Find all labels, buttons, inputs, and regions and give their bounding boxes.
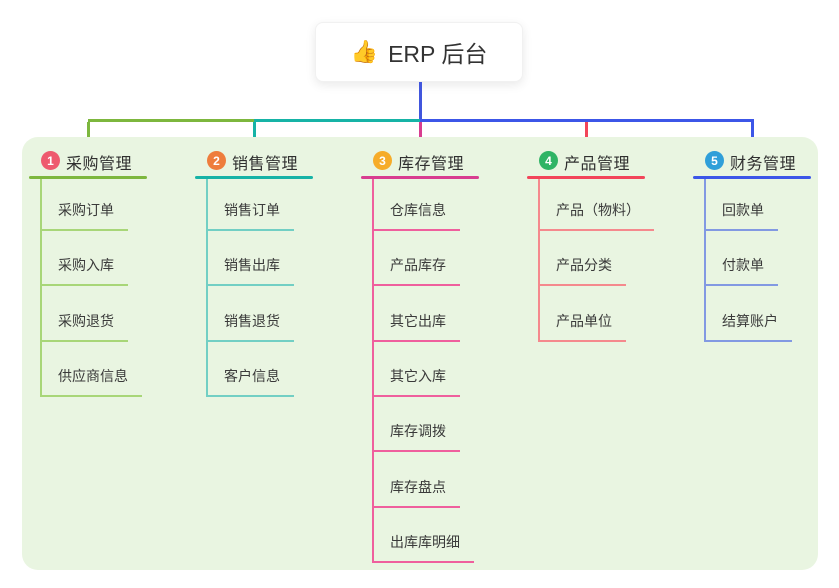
branch-header[interactable]: 2 销售管理 (195, 149, 313, 179)
branch-index-badge: 3 (373, 151, 392, 170)
branch-header[interactable]: 4 产品管理 (527, 149, 645, 179)
branch-index-badge: 2 (207, 151, 226, 170)
branches-panel: 1 采购管理 采购订单采购入库采购退货供应商信息 2 销售管理 销售订单销售出库… (22, 137, 818, 570)
branch-header[interactable]: 5 财务管理 (693, 149, 811, 179)
bus-segment (254, 119, 420, 122)
child-node[interactable]: 产品分类 (538, 254, 626, 287)
bus-segment (420, 119, 754, 122)
root-label: ERP 后台 (388, 41, 488, 67)
branch-tree-line (704, 179, 706, 342)
branch-column-4: 4 产品管理 产品（物料） 产品分类产品单位 (527, 137, 654, 570)
branch-index-badge: 5 (705, 151, 724, 170)
branch-column-2: 2 销售管理 销售订单销售出库销售退货客户信息 (195, 137, 313, 570)
branch-underline (693, 176, 811, 179)
child-node[interactable]: 产品单位 (538, 310, 626, 342)
branch-index-badge: 1 (41, 151, 60, 170)
branch-drop-line (252, 122, 256, 143)
child-node[interactable]: 出库库明细 (372, 531, 474, 563)
branch-column-1: 1 采购管理 采购订单采购入库采购退货供应商信息 (29, 137, 147, 570)
child-node[interactable]: 销售出库 (206, 254, 294, 287)
child-node[interactable]: 其它出库 (372, 310, 460, 342)
branch-tree-line (206, 179, 208, 397)
child-node[interactable]: 库存调拨 (372, 420, 460, 453)
branch-label: 产品管理 (564, 156, 631, 173)
branch-label: 销售管理 (232, 156, 299, 173)
branch-tree-line (40, 179, 42, 397)
branch-column-3: 3 库存管理 仓库信息产品库存其它出库其它入库库存调拨库存盘点出库库明细 (361, 137, 479, 570)
branch-drop-line (86, 122, 90, 143)
branch-index-badge: 4 (539, 151, 558, 170)
root-node[interactable]: 👍 ERP 后台 (315, 22, 523, 82)
child-node[interactable]: 结算账户 (704, 310, 792, 342)
branch-column-5: 5 财务管理 回款单付款单结算账户 (693, 137, 811, 570)
child-node[interactable]: 仓库信息 (372, 199, 460, 231)
branch-tree-line (372, 179, 374, 563)
branch-tree-line (538, 179, 540, 342)
child-node[interactable]: 销售退货 (206, 310, 294, 342)
child-node[interactable]: 客户信息 (206, 365, 294, 397)
thumbs-up-icon: 👍 (350, 39, 379, 64)
child-node[interactable]: 采购退货 (40, 310, 128, 342)
child-node[interactable]: 供应商信息 (40, 365, 142, 397)
branch-header[interactable]: 1 采购管理 (29, 149, 147, 179)
branch-label: 库存管理 (398, 156, 465, 173)
branch-label: 财务管理 (730, 156, 797, 173)
child-node[interactable]: 采购订单 (40, 199, 128, 231)
child-node[interactable]: 其它入库 (372, 365, 460, 397)
child-node[interactable]: 付款单 (704, 254, 778, 287)
child-node[interactable]: 产品（物料） (538, 199, 654, 231)
branch-drop-line (418, 122, 422, 143)
branch-drop-line (584, 122, 588, 143)
child-node[interactable]: 采购入库 (40, 254, 128, 287)
child-node[interactable]: 库存盘点 (372, 476, 460, 508)
branch-underline (29, 176, 147, 179)
bus-segment (88, 119, 254, 122)
branch-label: 采购管理 (66, 156, 133, 173)
branch-header[interactable]: 3 库存管理 (361, 149, 479, 179)
branch-underline (361, 176, 479, 179)
branch-underline (527, 176, 645, 179)
root-connector-line (418, 82, 422, 122)
child-node[interactable]: 回款单 (704, 199, 778, 231)
branch-underline (195, 176, 313, 179)
child-node[interactable]: 销售订单 (206, 199, 294, 231)
child-node[interactable]: 产品库存 (372, 254, 460, 287)
branch-drop-line (750, 122, 754, 143)
